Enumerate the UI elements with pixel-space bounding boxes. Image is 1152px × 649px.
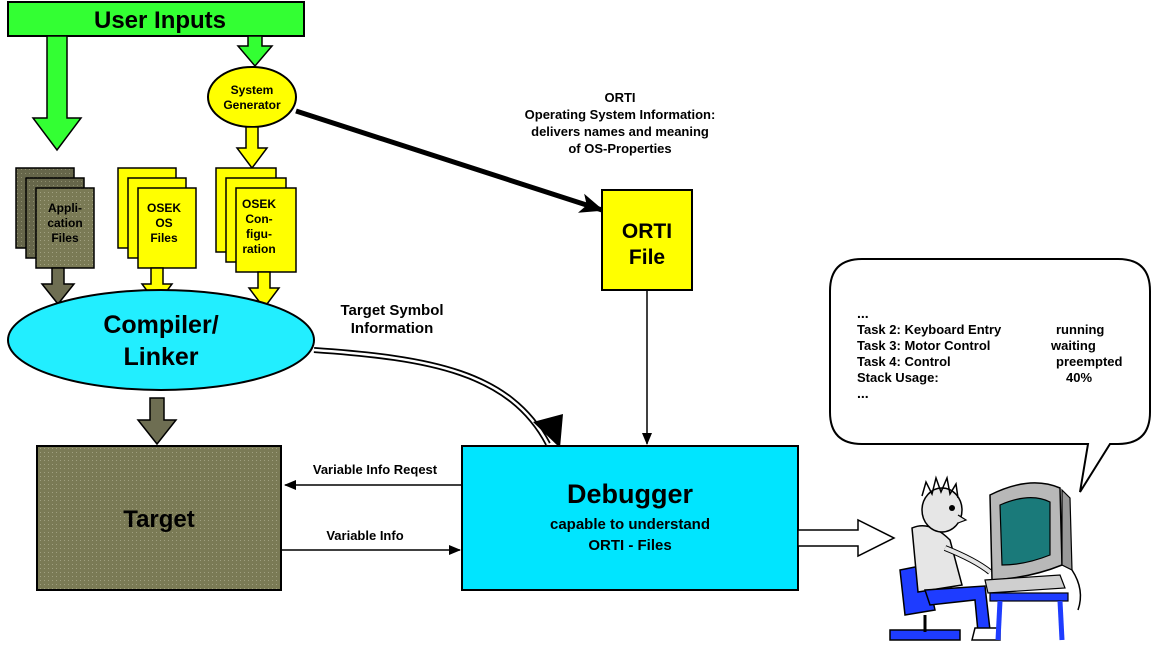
- osek-configuration-line3: figu-: [246, 227, 272, 241]
- user-inputs-bar: User Inputs: [7, 1, 305, 37]
- application-files-line3: Files: [51, 231, 79, 245]
- application-files-line1: Appli-: [48, 201, 82, 215]
- variable-info-label: Variable Info: [326, 528, 403, 543]
- osek-configuration-line4: ration: [242, 242, 275, 256]
- speech-bubble-ellipsis-bottom: ...: [857, 385, 869, 401]
- target-symbol-information-line2: Information: [351, 320, 434, 337]
- osek-configuration-stack: OSEK Con- figu- ration: [215, 167, 297, 273]
- speech-bubble-row-status-3: waiting: [1050, 338, 1096, 353]
- hollow-arrow-debugger-to-user: [797, 518, 896, 558]
- application-files-stack: Appli- cation Files: [15, 167, 95, 269]
- orti-description-line3: delivers names and meaning: [531, 124, 709, 139]
- user-inputs-label: User Inputs: [94, 7, 226, 34]
- orti-description: ORTI Operating System Information: deliv…: [525, 90, 716, 156]
- application-files-line2: cation: [47, 216, 82, 230]
- osek-os-files-line1: OSEK: [147, 201, 181, 215]
- orti-description-line4: of OS-Properties: [568, 141, 671, 156]
- speech-bubble-row-task-2: Task 2: Keyboard Entry: [857, 322, 1002, 337]
- system-generator-line1: System: [231, 83, 274, 97]
- osek-configuration-line1: OSEK: [242, 197, 276, 211]
- orti-description-line1: ORTI: [604, 90, 635, 105]
- compiler-linker-line1: Compiler/: [103, 311, 218, 339]
- green-arrow-to-system-generator: [236, 35, 274, 68]
- variable-info-request: Variable Info Reqest: [284, 462, 462, 490]
- green-arrow-to-app-files: [31, 35, 83, 152]
- olive-arrow-app-files-to-compiler: [40, 267, 76, 306]
- yellow-arrow-configuration-to-compiler: [247, 271, 281, 310]
- system-generator-line2: Generator: [223, 98, 281, 112]
- compiler-linker: Compiler/ Linker: [7, 289, 315, 391]
- osek-os-files-line2: OS: [155, 216, 172, 230]
- compiler-linker-line2: Linker: [123, 343, 198, 371]
- orti-file: ORTI File: [601, 189, 693, 291]
- osek-configuration-line2: Con-: [245, 212, 272, 226]
- arrow-system-generator-to-orti-file: [295, 108, 604, 213]
- orti-file-line1: ORTI: [622, 220, 672, 243]
- speech-bubble: ... Task 2: Keyboard Entry running Task …: [829, 258, 1151, 493]
- orti-description-line2: Operating System Information:: [525, 107, 716, 122]
- osek-os-files-line3: Files: [150, 231, 178, 245]
- speech-bubble-row-status-4: preempted: [1056, 354, 1123, 369]
- system-generator: System Generator: [207, 66, 297, 128]
- user-at-computer-illustration: [889, 475, 1082, 641]
- debugger-line2: ORTI - Files: [588, 537, 671, 554]
- arrow-compiler-to-debugger: [313, 347, 563, 448]
- speech-bubble-ellipsis-top: ...: [857, 305, 869, 321]
- debugger-line1: capable to understand: [550, 516, 710, 533]
- variable-info-request-label: Variable Info Reqest: [313, 462, 438, 477]
- speech-bubble-row-stack-label: Stack Usage:: [857, 370, 939, 385]
- debugger: Debugger capable to understand ORTI - Fi…: [461, 445, 799, 591]
- debugger-title: Debugger: [567, 479, 694, 509]
- target: Target: [36, 445, 282, 591]
- orti-file-line2: File: [629, 246, 665, 269]
- speech-bubble-row-task-4: Task 4: Control: [857, 354, 951, 369]
- target-label: Target: [123, 506, 195, 533]
- target-symbol-information: Target Symbol Information: [340, 302, 443, 337]
- variable-info: Variable Info: [281, 528, 461, 555]
- osek-os-files-stack: OSEK OS Files: [117, 167, 197, 269]
- speech-bubble-row-stack-value: 40%: [1066, 370, 1092, 385]
- speech-bubble-row-status-2: running: [1056, 322, 1104, 337]
- target-symbol-information-line1: Target Symbol: [340, 302, 443, 319]
- speech-bubble-row-task-3: Task 3: Motor Control: [857, 338, 990, 353]
- yellow-arrow-to-osek-configuration: [235, 126, 269, 170]
- olive-arrow-compiler-to-target: [136, 397, 178, 446]
